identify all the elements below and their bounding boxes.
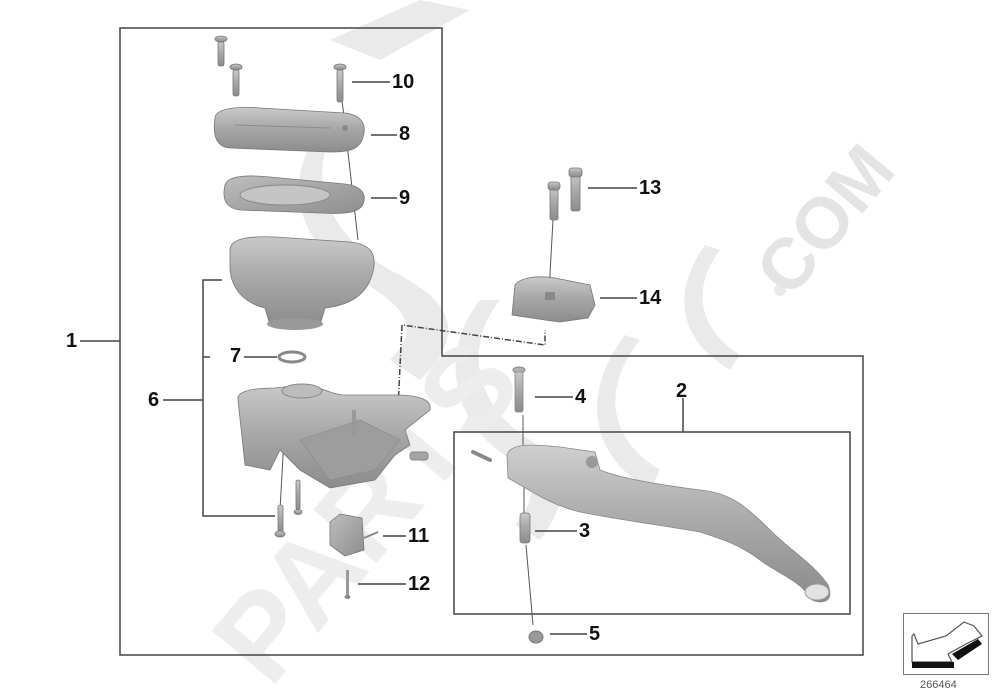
svg-text:PARTS: PARTS	[187, 316, 545, 700]
callout-9: 9	[399, 187, 411, 209]
lever-pin	[471, 450, 492, 462]
part-8-reservoir-cover	[213, 106, 365, 153]
part-6-housing	[237, 383, 431, 489]
callout-6: 6	[148, 389, 160, 411]
housing-screws	[274, 479, 303, 538]
svg-text:COM: COM	[741, 130, 910, 310]
part-10-screws	[214, 35, 347, 103]
callout-11: 11	[408, 525, 430, 547]
part-5-nut	[528, 630, 544, 644]
callout-5: 5	[589, 623, 601, 645]
orientation-arrow-icon	[903, 613, 989, 675]
callout-1: 1	[66, 330, 78, 352]
callout-12: 12	[408, 573, 431, 595]
part-7-o-ring	[277, 350, 307, 364]
callout-13: 13	[639, 177, 662, 199]
callout-3: 3	[579, 520, 591, 542]
bracket-lines	[80, 27, 864, 656]
part-9-gasket	[223, 175, 365, 214]
callout-8: 8	[399, 123, 411, 145]
callout-14: 14	[639, 287, 662, 309]
part-6-reservoir	[229, 236, 375, 330]
part-4-pivot-bolt	[512, 366, 526, 413]
watermark: COM PARTS	[187, 0, 910, 700]
callout-2: 2	[676, 380, 688, 402]
part-12-screw	[344, 570, 351, 599]
part-3-bushing	[519, 512, 531, 544]
part-14-clamp	[511, 276, 596, 323]
callout-7: 7	[230, 345, 242, 367]
leader-lines	[352, 81, 637, 635]
callout-4: 4	[575, 386, 587, 408]
part-13-bolts	[547, 167, 583, 221]
callout-10: 10	[392, 71, 415, 93]
reference-number: 266464	[920, 679, 957, 691]
part-2-lever	[506, 444, 831, 603]
part-11-switch-block	[329, 513, 379, 557]
